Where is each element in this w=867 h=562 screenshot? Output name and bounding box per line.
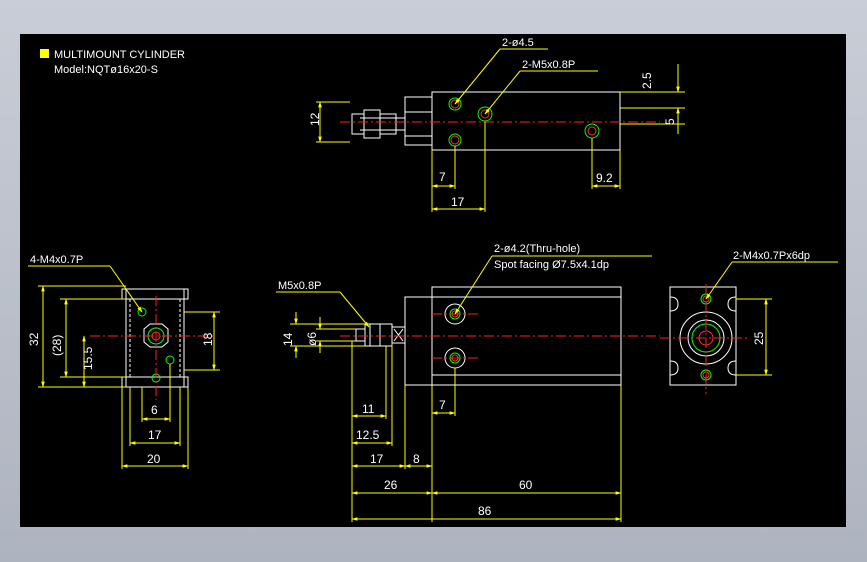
dim-32: 32 <box>27 332 41 346</box>
dim-8: 8 <box>413 452 420 466</box>
dim-18: 18 <box>201 332 215 346</box>
dim-15-5: 15.5 <box>81 346 95 370</box>
callout-port-front: M5x0.8P <box>278 280 321 292</box>
callout-holes-top: 2-ø4.5 <box>502 37 534 49</box>
dim-25: 25 <box>752 331 766 345</box>
dim-14: 14 <box>281 332 295 346</box>
right-view: 25 2-M4x0.7Px6dp <box>660 250 838 394</box>
drawing-canvas[interactable]: MULTIMOUNT CYLINDER Model:NQTø16x20-S 12… <box>20 34 846 527</box>
dim-11: 11 <box>362 402 375 416</box>
dim-6-left: 6 <box>151 403 158 417</box>
drawing-model: Model:NQTø16x20-S <box>54 64 158 76</box>
dim-5: 5 <box>663 118 677 125</box>
legend-marker <box>40 49 49 58</box>
cad-drawing: MULTIMOUNT CYLINDER Model:NQTø16x20-S 12… <box>27 37 838 522</box>
left-view: 32 (28) 15.5 18 6 17 20 4-M4x0.7P <box>27 254 220 469</box>
dim-2-5: 2.5 <box>640 72 654 89</box>
callout-holes-front-line1: 2-ø4.2(Thru-hole) <box>494 243 580 255</box>
dim-9-2: 9.2 <box>596 171 613 185</box>
callout-holes-front-line2: Spot facing Ø7.5x4.1dp <box>494 259 609 271</box>
dim-86: 86 <box>478 504 492 518</box>
dim-12: 12 <box>308 112 322 126</box>
dim-7-top: 7 <box>439 170 446 184</box>
dim-6-front: ø6 <box>305 332 319 346</box>
dim-7-front: 7 <box>439 398 446 412</box>
callout-left: 4-M4x0.7P <box>30 254 83 266</box>
dim-12-5: 12.5 <box>356 428 380 442</box>
callout-right: 2-M4x0.7Px6dp <box>733 250 810 262</box>
dim-20-left: 20 <box>147 452 161 466</box>
dim-17-top: 17 <box>451 195 465 209</box>
dim-60: 60 <box>519 478 533 492</box>
dim-26: 26 <box>384 478 398 492</box>
dim-17-left: 17 <box>148 428 162 442</box>
top-view: 12 2.5 5 7 17 9.2 2-ø4.5 2-M5x0.8P <box>308 37 685 212</box>
callout-ports-top: 2-M5x0.8P <box>522 59 575 71</box>
dim-28-ref: (28) <box>50 335 64 356</box>
drawing-title: MULTIMOUNT CYLINDER <box>54 49 185 61</box>
dim-17-front: 17 <box>370 452 384 466</box>
front-view: 14 ø6 7 11 12.5 17 8 26 60 86 M5x0.8P <box>276 243 660 522</box>
